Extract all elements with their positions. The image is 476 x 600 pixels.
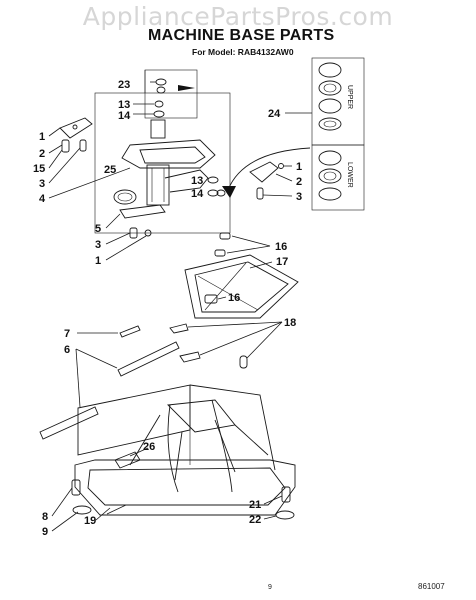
callout-3-lower: 3 (95, 239, 101, 251)
callout-16-upper: 16 (275, 241, 287, 253)
footer-mark: 9 (268, 584, 272, 591)
callout-18: 18 (284, 317, 296, 329)
callout-16-lower: 16 (228, 292, 240, 304)
callout-3-left: 3 (39, 178, 45, 190)
callout-19: 19 (84, 515, 96, 527)
callout-13-upper: 13 (118, 99, 130, 111)
feet-and-springs (51, 321, 295, 532)
callout-1-right: 1 (296, 161, 302, 173)
callout-5: 5 (95, 223, 101, 235)
callout-15: 15 (33, 163, 45, 175)
callout-22: 22 (249, 514, 261, 526)
lower-label: LOWER (346, 162, 353, 188)
callout-1-left: 1 (39, 131, 45, 143)
callout-1-lower: 1 (95, 255, 101, 267)
upper-label: UPPER (346, 85, 353, 109)
diagram-title: MACHINE BASE PARTS (148, 27, 335, 44)
diagram-subtitle: For Model: RAB4132AW0 (192, 47, 294, 57)
callout-17: 17 (276, 256, 288, 268)
callout-14-lower: 14 (191, 188, 204, 200)
callout-2-left: 2 (39, 148, 45, 160)
right-bracket-assembly (249, 161, 293, 200)
callout-21: 21 (249, 499, 261, 511)
lower-gearcase-parts (105, 204, 166, 261)
callout-9: 9 (42, 526, 48, 538)
callout-23: 23 (118, 79, 130, 91)
callout-14-upper: 14 (118, 110, 131, 122)
suspension-frame (184, 232, 299, 319)
callout-13-lower: 13 (191, 175, 203, 187)
callout-25: 25 (104, 164, 116, 176)
left-bracket-assembly (48, 117, 131, 199)
gearcase-assembly (113, 119, 226, 206)
callout-26: 26 (143, 441, 155, 453)
callout-2-right: 2 (296, 176, 302, 188)
callout-4: 4 (39, 193, 46, 205)
watermark: AppliancePartsPros.com (82, 2, 394, 31)
base-frame (74, 384, 296, 516)
footer-number: 861007 (418, 582, 445, 591)
bearing-detail-boxes (222, 57, 365, 211)
top-detail-box (94, 69, 231, 234)
callout-8: 8 (42, 511, 48, 523)
callout-3-right: 3 (296, 191, 302, 203)
rails (39, 325, 180, 440)
callout-6: 6 (64, 344, 70, 356)
callout-24: 24 (268, 108, 281, 120)
callout-7: 7 (64, 328, 70, 340)
